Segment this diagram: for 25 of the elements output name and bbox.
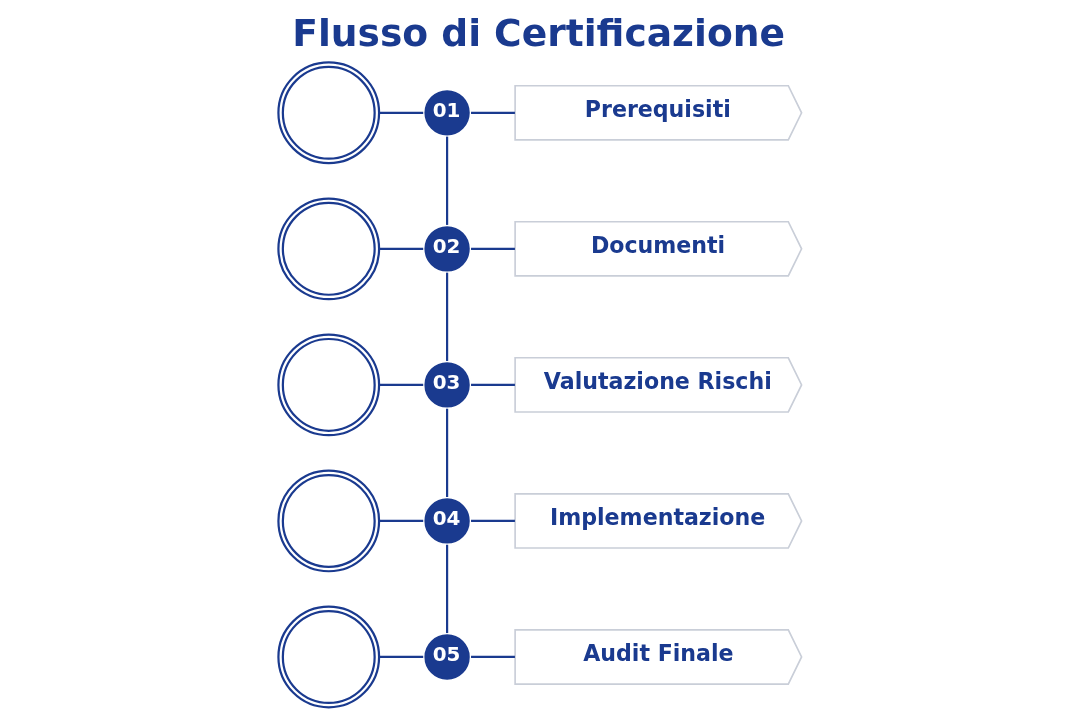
node-circle: 05 [422,632,472,682]
connector [471,247,515,250]
connector [379,519,424,523]
connector [379,655,424,659]
connector [379,111,424,114]
node-circle: 01 [422,87,472,138]
node-circle: 02 [422,223,472,274]
node-picture [277,469,381,573]
node-circle: 03 [422,360,472,410]
connector [379,383,424,386]
connector [471,383,515,386]
diagram-title: Flusso di Certificazione [292,11,785,56]
node-picture [277,61,381,165]
connector [379,247,424,250]
connector [471,111,515,114]
connector [471,655,515,659]
connector [446,136,449,225]
connector [446,408,449,497]
connector [446,272,449,361]
connector [446,544,449,634]
connector [471,519,515,523]
node-picture [277,197,381,301]
node-picture [277,605,381,709]
node-circle: 04 [422,496,472,546]
node-picture [277,333,381,437]
